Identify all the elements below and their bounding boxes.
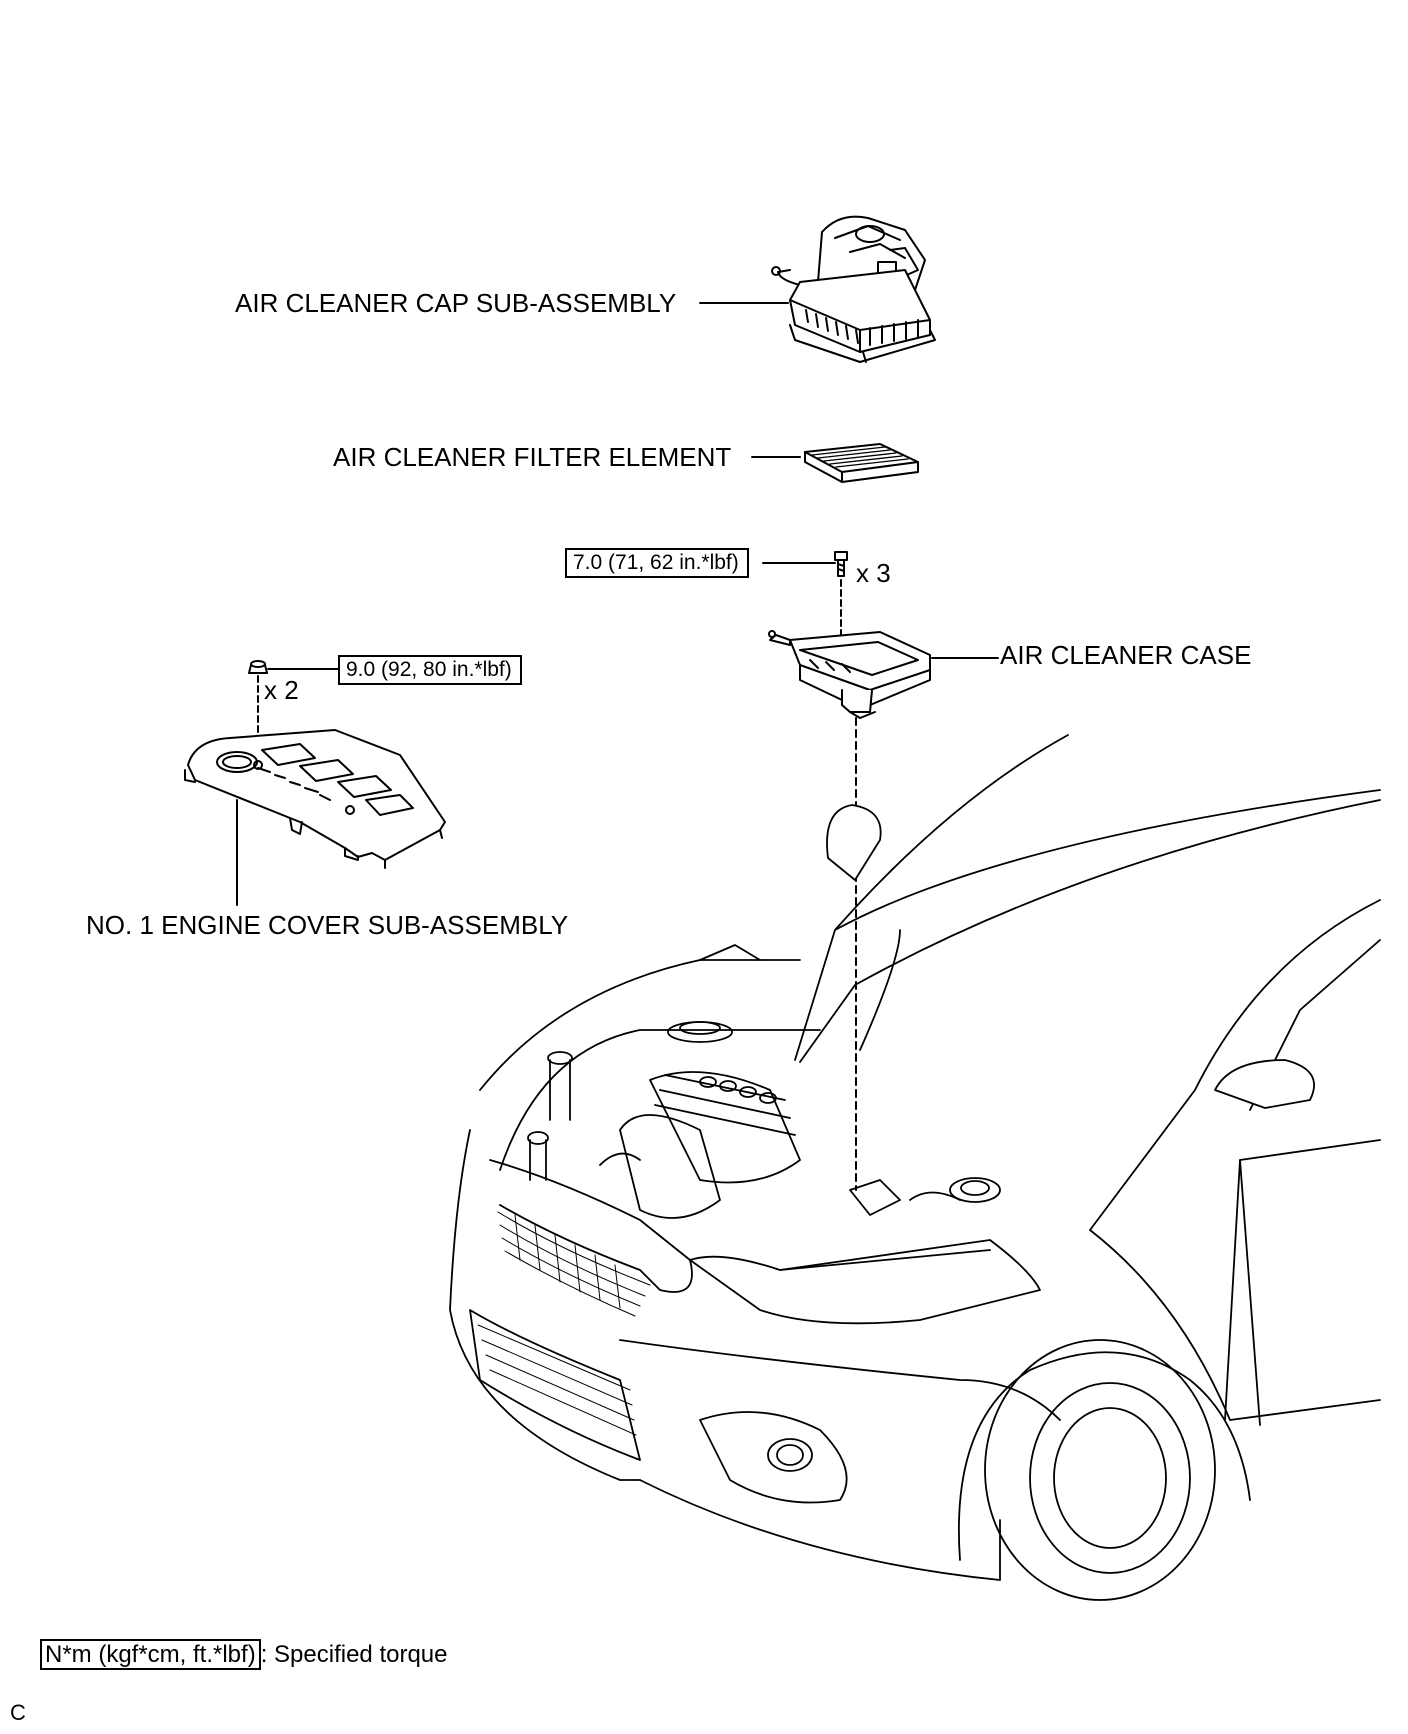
- cover-nut-torque-box: 9.0 (92, 80 in.*lbf): [338, 655, 522, 685]
- legend-unit-box: N*m (kgf*cm, ft.*lbf): [40, 1639, 261, 1670]
- case-bolt-quantity: x 3: [856, 558, 891, 588]
- case-bolt-torque-box: 7.0 (71, 62 in.*lbf): [565, 548, 749, 578]
- engine-cover-label: NO. 1 ENGINE COVER SUB-ASSEMBLY: [86, 910, 569, 940]
- torque-legend: N*m (kgf*cm, ft.*lbf): Specified torque: [40, 1639, 448, 1670]
- air-cleaner-case-drawing: [768, 630, 931, 719]
- legend-text: : Specified torque: [260, 1641, 448, 1668]
- air-cleaner-case-label: AIR CLEANER CASE: [1000, 640, 1252, 670]
- cover-nut-quantity: x 2: [264, 675, 299, 705]
- case-bolt-drawing: [834, 551, 848, 577]
- vehicle-front-drawing: [449, 734, 1381, 1601]
- footer-letter: C: [10, 1700, 26, 1725]
- engine-cover-drawing: [184, 729, 446, 869]
- air-cleaner-cap-drawing: [771, 215, 936, 363]
- air-cleaner-filter-drawing: [804, 443, 919, 483]
- air-cleaner-cap-label: AIR CLEANER CAP SUB-ASSEMBLY: [235, 288, 677, 318]
- cover-nut-drawing: [248, 660, 268, 674]
- air-cleaner-filter-label: AIR CLEANER FILTER ELEMENT: [333, 442, 732, 472]
